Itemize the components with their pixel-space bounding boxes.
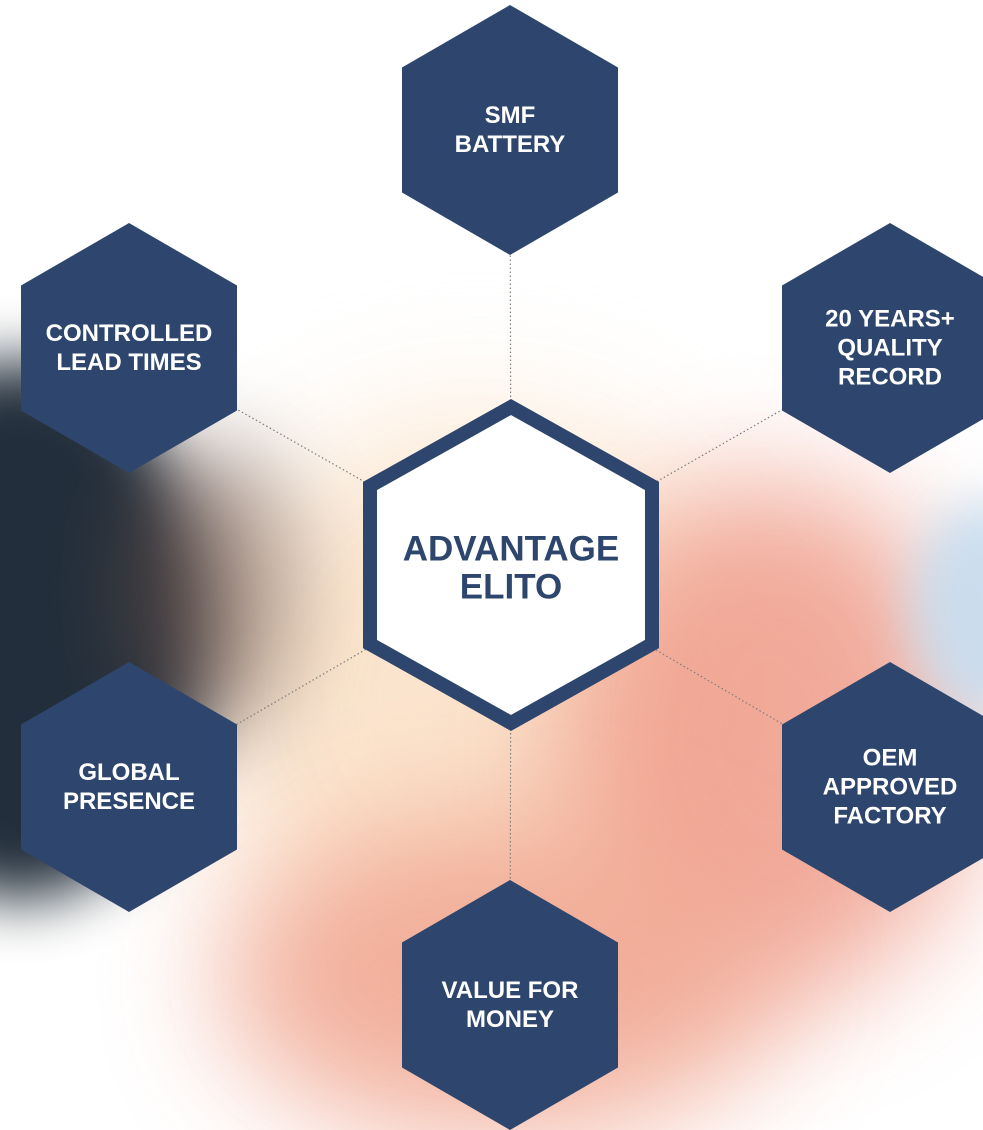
label-global-presence-line-2: PRESENCE xyxy=(63,788,195,815)
hexagon-shape-controlled-lead-times xyxy=(21,223,237,473)
label-global-presence-line-1: GLOBAL xyxy=(78,759,179,786)
label-smf-battery-line-1: SMF xyxy=(485,102,536,129)
center-label-line-1: ADVANTAGE xyxy=(403,530,619,569)
label-oem-approved-factory-line-2: APPROVED xyxy=(823,774,958,801)
hexagon-shape-oem-approved-factory xyxy=(782,662,983,912)
hexagon-shape-quality-record xyxy=(782,223,983,473)
hexagon-shape-global-presence xyxy=(21,662,237,912)
label-quality-record-line-3: RECORD xyxy=(838,364,942,391)
hexagon-shape-smf-battery xyxy=(402,5,618,255)
label-oem-approved-factory-line-1: OEM xyxy=(863,745,918,772)
label-controlled-lead-times-line-1: CONTROLLED xyxy=(46,320,213,347)
center-label-line-2: ELITO xyxy=(460,568,562,607)
label-controlled-lead-times-line-2: LEAD TIMES xyxy=(56,349,201,376)
hexagon-shape-value-for-money xyxy=(402,880,618,1130)
label-smf-battery-line-2: BATTERY xyxy=(455,131,566,158)
label-oem-approved-factory-line-3: FACTORY xyxy=(833,803,946,830)
label-value-for-money-line-2: MONEY xyxy=(466,1006,554,1033)
label-quality-record-line-2: QUALITY xyxy=(837,335,942,362)
label-value-for-money-line-1: VALUE FOR xyxy=(442,977,579,1004)
label-quality-record-line-1: 20 YEARS+ xyxy=(825,306,955,333)
center-hexagon-shape xyxy=(363,398,659,732)
